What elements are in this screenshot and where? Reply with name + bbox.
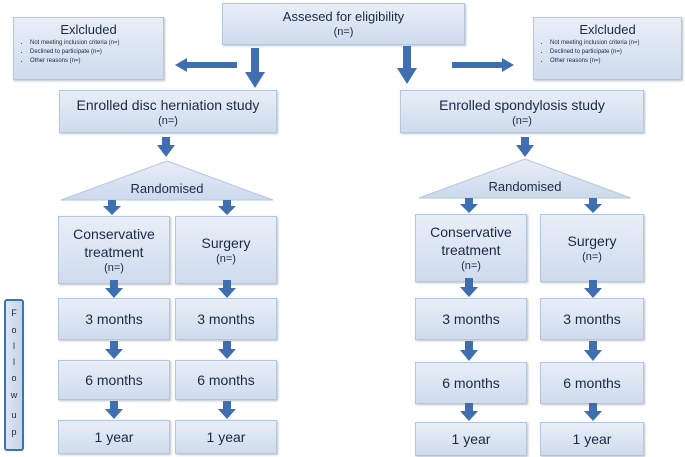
disc-randomised-triangle	[60, 160, 274, 201]
disc-enrolled-box: Enrolled disc herniation study (n=)	[59, 90, 277, 133]
down-arrow-icon	[460, 341, 478, 361]
excluded-right-list: Not meeting inclusion criteria (n=) Decl…	[534, 39, 681, 66]
follow-up-bar: F o l l o w u p	[4, 299, 24, 451]
down-arrow-icon	[218, 200, 236, 215]
spond-surgery-1year: 1 year	[540, 422, 644, 456]
assessed-box: Assesed for eligibility (n=)	[222, 3, 465, 45]
disc-conservative-box: Conservative treatment (n=)	[58, 216, 170, 284]
spond-surgery-3months: 3 months	[540, 298, 644, 340]
spond-surgery-title: Surgery	[567, 233, 617, 249]
disc-enrolled-n: (n=)	[158, 114, 178, 127]
spond-conservative-1year: 1 year	[415, 422, 527, 456]
disc-conservative-line2: treatment	[84, 244, 144, 260]
down-arrow-icon	[105, 341, 123, 359]
excluded-right-item: Not meeting inclusion criteria (n=)	[550, 39, 681, 48]
spond-randomised-triangle	[418, 158, 632, 199]
follow-up-letter: o	[11, 373, 17, 383]
down-arrow-icon	[584, 198, 602, 213]
spond-conservative-line1: Conservative	[430, 224, 512, 240]
spond-surgery-6months: 6 months	[540, 362, 644, 404]
spond-enrolled-box: Enrolled spondylosis study (n=)	[400, 90, 644, 133]
down-arrow-icon	[584, 280, 602, 298]
assessed-title: Assesed for eligibility	[282, 9, 405, 24]
disc-surgery-box: Surgery (n=)	[175, 216, 277, 284]
follow-up-letter: w	[10, 390, 18, 400]
excluded-left-item: Declined to participate (n=)	[30, 48, 163, 57]
excluded-right-title: Exlcluded	[579, 22, 636, 37]
excluded-right-box: Exlcluded Not meeting inclusion criteria…	[533, 17, 682, 80]
excluded-left-box: Exlcluded Not meeting inclusion criteria…	[13, 17, 164, 80]
spond-surgery-box: Surgery (n=)	[540, 214, 644, 282]
spond-enrolled-title: Enrolled spondylosis study	[439, 96, 605, 113]
spond-conservative-n: (n=)	[461, 260, 481, 272]
down-arrow-icon	[218, 401, 236, 419]
right-arrow-icon	[452, 58, 514, 72]
disc-conservative-n: (n=)	[104, 262, 124, 274]
disc-conservative-1year: 1 year	[58, 420, 170, 454]
down-arrow-icon	[103, 200, 121, 215]
excluded-right-item: Other reasons (n=)	[550, 57, 681, 66]
follow-up-letter: l	[13, 341, 15, 351]
down-arrow-icon	[218, 280, 236, 298]
down-arrow-icon	[245, 48, 265, 88]
down-arrow-icon	[218, 341, 236, 359]
disc-conservative-line1: Conservative	[73, 226, 155, 242]
excluded-right-item: Declined to participate (n=)	[550, 48, 681, 57]
down-arrow-icon	[460, 278, 478, 297]
down-arrow-icon	[516, 137, 534, 157]
follow-up-letter: F	[11, 308, 17, 318]
spond-enrolled-n: (n=)	[512, 114, 532, 127]
down-arrow-icon	[584, 341, 602, 361]
down-arrow-icon	[584, 403, 602, 421]
follow-up-letter: o	[11, 325, 17, 335]
disc-surgery-n: (n=)	[216, 253, 236, 265]
down-arrow-icon	[105, 280, 123, 298]
disc-surgery-6months: 6 months	[175, 360, 277, 400]
assessed-n: (n=)	[333, 26, 354, 38]
follow-up-letter: l	[13, 357, 15, 367]
spond-conservative-6months: 6 months	[415, 362, 527, 404]
disc-conservative-6months: 6 months	[58, 360, 170, 400]
spond-randomised-label: Randomised	[488, 179, 562, 194]
left-arrow-icon	[175, 58, 237, 72]
disc-surgery-1year: 1 year	[175, 420, 277, 454]
down-arrow-icon	[460, 198, 478, 213]
spond-conservative-line2: treatment	[441, 242, 501, 258]
follow-up-letter: p	[11, 427, 17, 437]
follow-up-letter: u	[11, 410, 17, 420]
down-arrow-icon	[397, 46, 417, 84]
down-arrow-icon	[105, 401, 123, 419]
down-arrow-icon	[157, 137, 175, 157]
disc-surgery-title: Surgery	[201, 235, 251, 251]
disc-conservative-3months: 3 months	[58, 298, 170, 340]
disc-randomised-label: Randomised	[130, 181, 204, 196]
excluded-left-title: Exlcluded	[60, 22, 117, 37]
excluded-left-item: Other reasons (n=)	[30, 57, 163, 66]
spond-surgery-n: (n=)	[582, 251, 602, 263]
disc-enrolled-title: Enrolled disc herniation study	[76, 96, 260, 113]
excluded-left-item: Not meeting inclusion criteria (n=)	[30, 39, 163, 48]
excluded-left-list: Not meeting inclusion criteria (n=) Decl…	[14, 39, 163, 66]
disc-surgery-3months: 3 months	[175, 298, 277, 340]
spond-conservative-3months: 3 months	[415, 298, 527, 340]
spond-conservative-box: Conservative treatment (n=)	[415, 214, 527, 282]
down-arrow-icon	[460, 403, 478, 421]
